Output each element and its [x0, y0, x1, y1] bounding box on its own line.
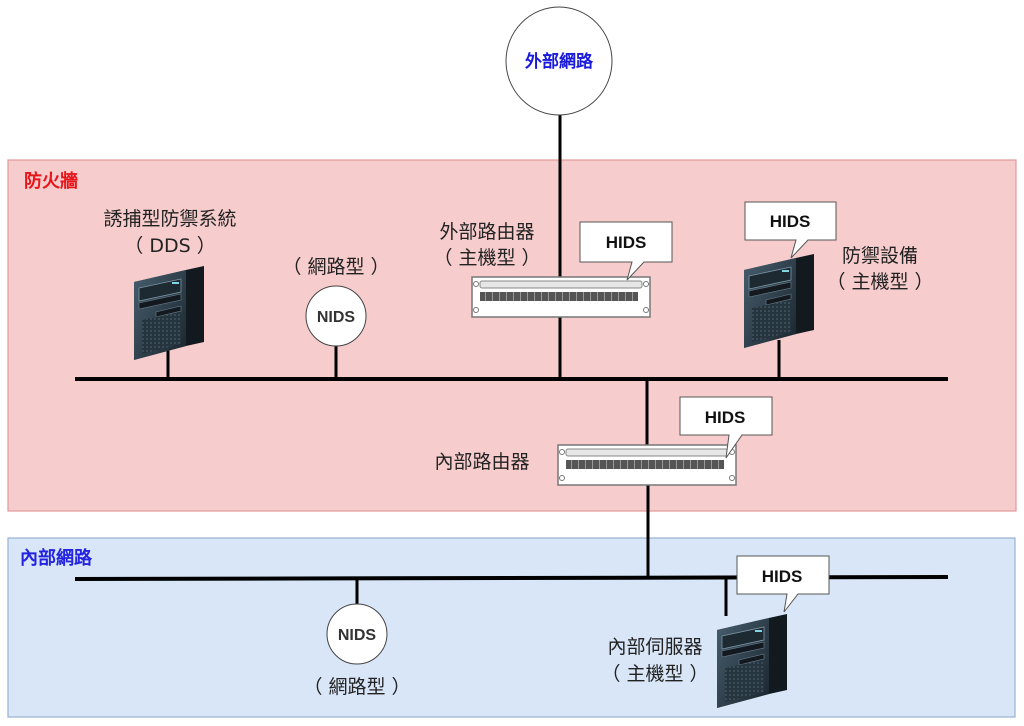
external-router-hids-label: HIDS	[606, 233, 647, 252]
internal-router-hids-label: HIDS	[705, 408, 746, 427]
internal-server-label: 內部伺服器	[607, 636, 702, 658]
firewall-nids-node[interactable]	[305, 285, 367, 347]
external-network-label: 外部網路	[525, 51, 594, 72]
external-router-label: 外部路由器	[439, 221, 534, 243]
external-router-sublabel: （ 主機型 ）	[433, 247, 540, 269]
internal-nids-type: （ 網路型 ）	[303, 676, 410, 698]
firewall-zone-title: 防火牆	[24, 170, 78, 192]
dds-sublabel: （ DDS ）	[124, 235, 215, 257]
external-router-icon[interactable]	[471, 276, 651, 318]
internal-nids-label: NIDS	[338, 627, 377, 644]
internal-network-zone	[7, 537, 1016, 718]
dds-label: 誘捕型防禦系統	[103, 208, 236, 230]
internal-router-hids-callout: HIDS	[679, 396, 773, 459]
internal-router-icon[interactable]	[557, 444, 737, 486]
defense-device-sublabel: （ 主機型 ）	[826, 271, 933, 293]
external-network-node[interactable]	[505, 6, 613, 116]
defense-device-label: 防禦設備	[842, 245, 918, 267]
firewall-nids-label: NIDS	[317, 309, 356, 326]
internal-router-label: 內部路由器	[434, 451, 529, 473]
internal-server-hids-callout: HIDS	[736, 555, 830, 613]
external-router-hids-callout: HIDS	[579, 221, 673, 281]
internal-zone-title: 內部網路	[20, 547, 93, 569]
internal-nids-node[interactable]	[326, 603, 388, 665]
defense-device-hids-label: HIDS	[770, 212, 811, 231]
defense-device-hids-callout: HIDS	[744, 201, 837, 259]
internal-server-sublabel: （ 主機型 ）	[601, 663, 708, 685]
internal-server-hids-label: HIDS	[762, 567, 803, 586]
firewall-nids-type: （ 網路型 ）	[282, 256, 389, 278]
